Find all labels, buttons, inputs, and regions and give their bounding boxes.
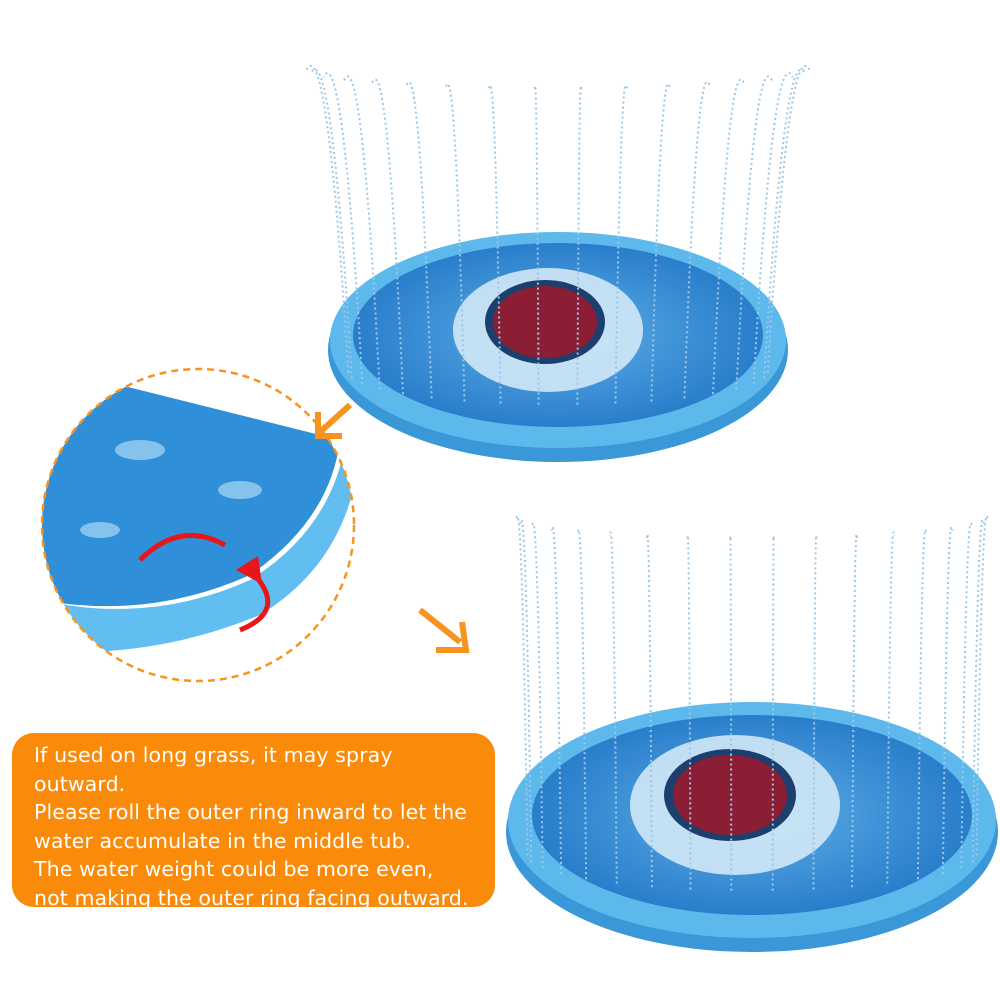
water-jet	[975, 515, 989, 856]
shark-mouth	[493, 286, 597, 358]
note-line: Please roll the outer ring inward to let…	[34, 800, 468, 824]
water-jet	[712, 78, 745, 395]
water-jet	[371, 78, 404, 395]
water-jet	[851, 533, 859, 888]
water-jet	[533, 84, 540, 405]
water-jet	[960, 522, 973, 869]
water-jet	[531, 522, 544, 869]
water-jet	[576, 528, 588, 880]
note-line: not making the outer ring facing outward…	[34, 885, 469, 910]
note-line: If used on long grass, it may spray	[34, 743, 393, 767]
water-jet	[735, 75, 773, 390]
note-line: water accumulate in the middle tub.	[34, 828, 412, 853]
water-jet	[752, 72, 794, 385]
water-jet	[941, 525, 954, 875]
instruction-note: If used on long grass, it may spray outw…	[12, 733, 495, 910]
water-jet	[645, 533, 653, 888]
water-jet	[550, 525, 563, 875]
water-jet	[971, 518, 985, 862]
zoom-detail-circle	[40, 367, 356, 683]
water-jet	[650, 82, 672, 402]
water-jet	[309, 68, 353, 379]
arrow-down-left-icon	[315, 402, 353, 439]
water-jet	[886, 531, 896, 884]
note-line: outward.	[34, 771, 126, 796]
water-jet	[343, 75, 381, 390]
water-jet	[519, 518, 533, 862]
water-jet	[444, 82, 466, 402]
bottom-sprinkler-pool	[506, 702, 998, 952]
water-jet	[916, 528, 928, 880]
note-line: The water weight could be more even,	[34, 857, 434, 881]
arrow-down-right-icon	[418, 607, 470, 653]
shark-mouth	[673, 755, 787, 835]
water-jet	[576, 84, 583, 405]
water-jet	[322, 72, 364, 385]
water-jet	[405, 80, 433, 399]
water-jets	[305, 64, 989, 891]
curl-arrow-icon	[138, 532, 227, 562]
water-jet	[763, 68, 807, 379]
water-jet	[683, 80, 711, 399]
water-jet	[488, 84, 502, 404]
water-jet	[515, 515, 529, 856]
water-jet	[608, 531, 618, 884]
top-sprinkler-pool	[328, 232, 788, 462]
water-jet	[614, 84, 628, 404]
